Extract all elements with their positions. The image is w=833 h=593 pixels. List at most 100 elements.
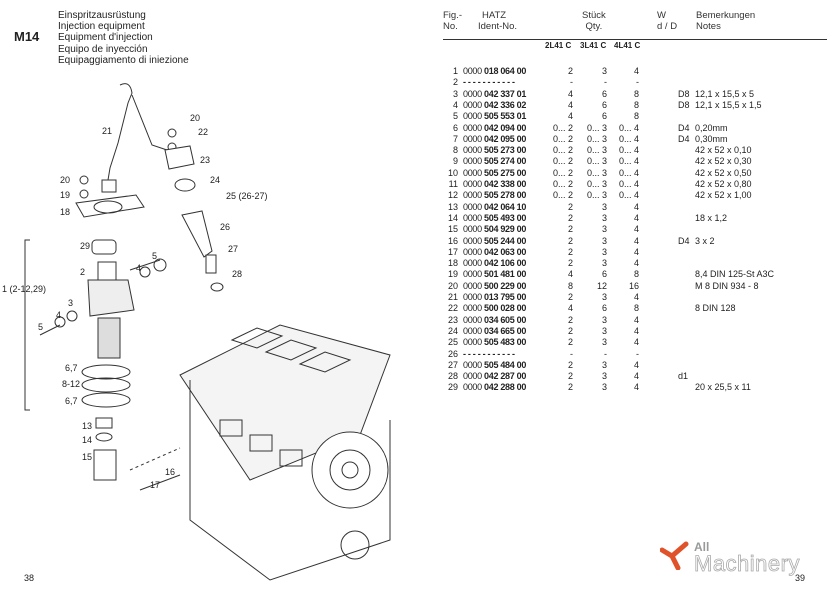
table-row: 19 0000 501 481 00 4 6 8 8,4 DIN 125-St … <box>443 269 828 280</box>
table-row: 14 0000 505 493 00 2 3 4 18 x 1,2 <box>443 213 828 224</box>
ident-main: 505 278 00 <box>484 190 527 201</box>
qty-4l41c: 4 <box>633 258 639 269</box>
ident-prefix: 0000 <box>463 201 482 212</box>
ident-no: 0000 013 795 00 <box>463 292 526 303</box>
ident-main: 505 244 00 <box>484 235 527 246</box>
qty-4l41c: 0... 4 <box>618 133 639 144</box>
qty-4l41c: 4 <box>633 371 639 382</box>
ident-prefix: 0000 <box>463 111 482 122</box>
table-row: 1 0000 018 064 00 2 3 4 <box>443 66 828 77</box>
qty-2l41c: 2 <box>567 314 573 325</box>
table-row: 2 - - - - - - - - - - - - - - <box>443 77 828 88</box>
qty-2l41c: 2 <box>567 325 573 336</box>
fig-no: 20 <box>447 280 458 291</box>
qty-4l41c: 0... 4 <box>618 145 639 156</box>
qty-4l41c: 8 <box>633 303 639 314</box>
callout-18: 18 <box>60 207 71 217</box>
title-es: Equipo de inyección <box>58 43 148 55</box>
qty-4l41c: 4 <box>633 325 639 336</box>
ident-main: 501 481 00 <box>484 269 527 280</box>
table-row: 17 0000 042 063 00 2 3 4 <box>443 247 828 258</box>
fig-no: 24 <box>447 325 458 336</box>
ident-prefix: 0000 <box>463 382 482 393</box>
qty-4l41c: 4 <box>633 201 639 212</box>
note: 42 x 52 x 0,10 <box>695 145 752 156</box>
ident-no: - - - - - - - - - - - <box>463 349 515 360</box>
ident-no: 0000 042 288 00 <box>463 382 526 393</box>
callout-17: 17 <box>150 480 161 490</box>
table-row: 16 0000 505 244 00 2 3 4 D4 3 x 2 <box>443 236 828 247</box>
ident-prefix: 0000 <box>463 235 482 246</box>
callout-4-left: 4 <box>56 310 62 320</box>
fig-no: 19 <box>447 269 458 280</box>
qty-3l41c: 3 <box>601 258 607 269</box>
watermark-line1: All <box>694 540 710 554</box>
table-row: 4 0000 042 336 02 4 6 8 D8 12,1 x 15,5 x… <box>443 100 828 111</box>
qty-2l41c: 2 <box>567 246 573 257</box>
table-row: 12 0000 505 278 00 0... 2 0... 3 0... 4 … <box>443 190 828 201</box>
qty-3l41c: 0... 3 <box>586 122 607 133</box>
qty-4l41c: 4 <box>633 66 639 76</box>
ident-main: 505 484 00 <box>484 359 527 370</box>
ident-prefix: 0000 <box>463 66 482 76</box>
ident-prefix: 0000 <box>463 303 482 314</box>
fig-no: 2 <box>452 77 458 88</box>
qty-2l41c: 2 <box>567 212 573 223</box>
fig-no: 1 <box>452 66 458 76</box>
qty-2l41c: 0... 2 <box>552 190 573 201</box>
callout-21: 21 <box>102 126 113 136</box>
callout-25: 25 (26-27) <box>226 191 268 201</box>
ident-no: 0000 042 336 02 <box>463 100 526 111</box>
table-row: 9 0000 505 274 00 0... 2 0... 3 0... 4 4… <box>443 156 828 167</box>
model-4l41c: 4L41 C <box>614 41 641 50</box>
callout-29: 29 <box>80 241 91 251</box>
callout-3: 3 <box>68 298 74 308</box>
qty-2l41c: 0... 2 <box>552 133 573 144</box>
fig-no: 16 <box>447 235 458 246</box>
qty-4l41c: 0... 4 <box>618 190 639 201</box>
qty-3l41c: 3 <box>601 292 607 302</box>
fig-no: 29 <box>447 382 458 393</box>
header-fig: Fig.-No. <box>443 10 462 32</box>
ident-no: 0000 505 274 00 <box>463 156 526 167</box>
qty-3l41c: 0... 3 <box>586 133 607 144</box>
qty-2l41c: 2 <box>567 224 573 235</box>
note: M 8 DIN 934 - 8 <box>695 280 759 291</box>
ident-prefix: 0000 <box>463 359 482 370</box>
qty-2l41c: 2 <box>567 371 573 382</box>
qty-3l41c: 12 <box>596 280 607 291</box>
ident-prefix: 0000 <box>463 167 482 178</box>
ident-no: 0000 500 229 00 <box>463 281 526 292</box>
note: 42 x 52 x 1,00 <box>695 190 752 201</box>
title-it: Equipaggiamento di iniezione <box>58 54 189 66</box>
page-number-right: 39 <box>795 573 806 583</box>
ident-main: 042 095 00 <box>484 133 527 144</box>
ident-no: 0000 505 484 00 <box>463 360 526 371</box>
callout-14: 14 <box>82 435 93 445</box>
qty-2l41c: 0... 2 <box>552 156 573 167</box>
table-row: 18 0000 042 106 00 2 3 4 <box>443 258 828 269</box>
qty-4l41c: 8 <box>633 269 639 280</box>
qty-3l41c: 0... 3 <box>586 167 607 178</box>
ident-prefix: 0000 <box>463 179 482 189</box>
callout-23: 23 <box>200 155 211 165</box>
table-row: 25 0000 505 483 00 2 3 4 <box>443 337 828 348</box>
qty-2l41c: 4 <box>567 99 573 110</box>
ident-no: 0000 504 929 00 <box>463 224 526 235</box>
ident-main: 505 273 00 <box>484 145 527 156</box>
table-row: 7 0000 042 095 00 0... 2 0... 3 0... 4 D… <box>443 134 828 145</box>
ident-no: 0000 018 064 00 <box>463 66 526 77</box>
fig-no: 11 <box>448 179 458 189</box>
qty-2l41c: 4 <box>567 88 573 99</box>
fig-no: 23 <box>447 314 458 325</box>
ident-prefix: 0000 <box>463 292 482 302</box>
ident-no: 0000 042 338 00 <box>463 179 526 190</box>
qty-2l41c: 2 <box>567 359 573 370</box>
callout-28: 28 <box>232 269 243 279</box>
fig-no: 22 <box>447 303 458 314</box>
qty-3l41c: 3 <box>601 224 607 235</box>
ident-prefix: 0000 <box>463 224 482 235</box>
ident-main: 500 028 00 <box>484 303 527 314</box>
